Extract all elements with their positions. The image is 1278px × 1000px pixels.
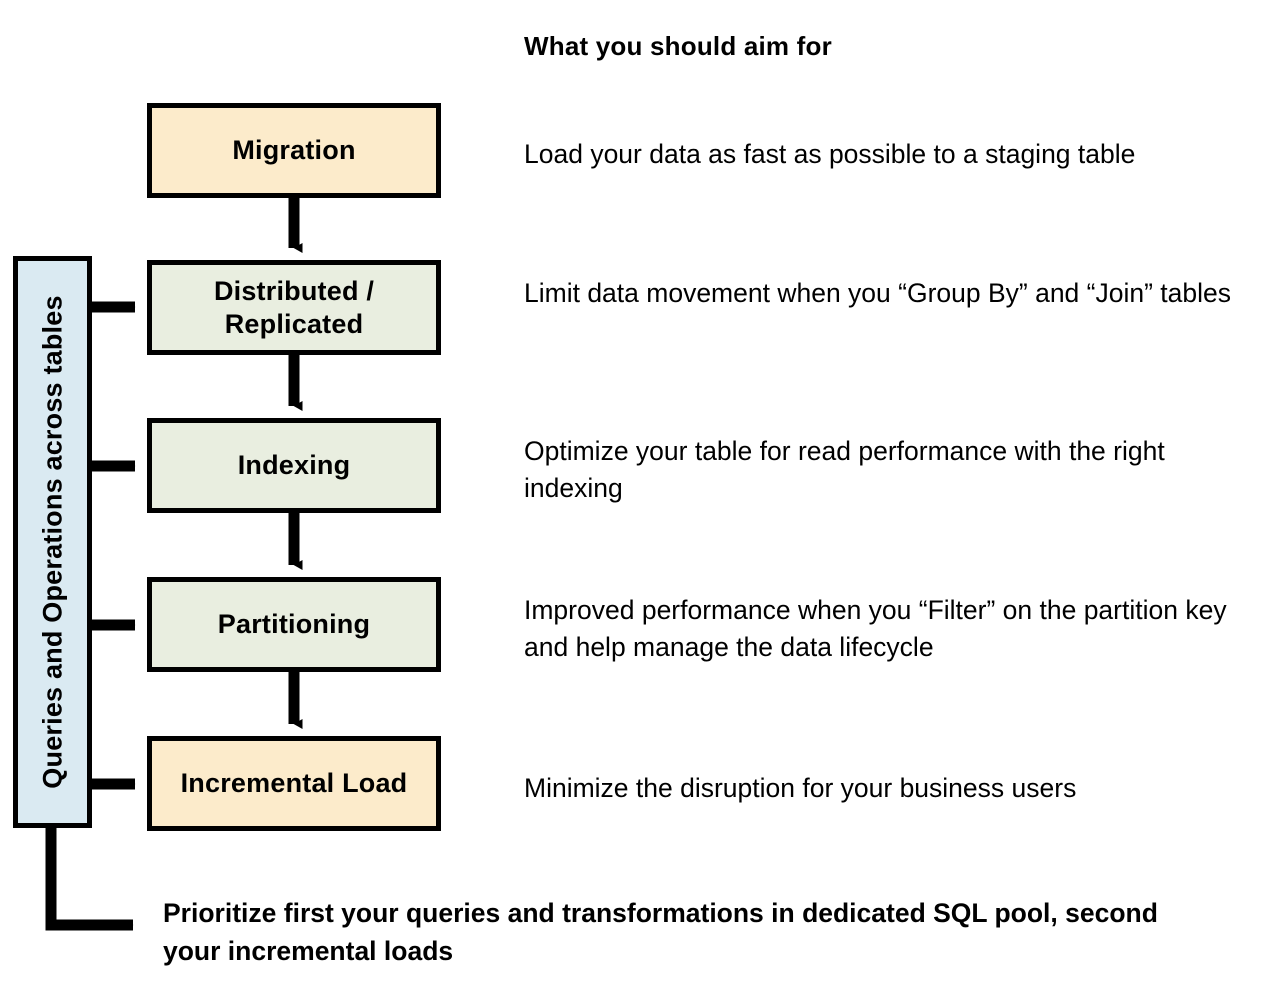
description-distributed-replicated: Limit data movement when you “Group By” … xyxy=(524,278,1231,308)
stage-label-distributed-line2: Replicated xyxy=(224,308,364,339)
description-migration: Load your data as fast as possible to a … xyxy=(524,139,1136,169)
sidebar-vertical-label: Queries and Operations across tables xyxy=(37,295,67,789)
stage-box-incremental-load[interactable]: Incremental Load xyxy=(147,736,441,831)
stage-label-partitioning: Partitioning xyxy=(217,609,371,640)
stage-label-distributed-line1: Distributed / xyxy=(213,275,375,306)
stage-label-incremental-load: Incremental Load xyxy=(180,768,408,799)
queries-operations-sidebar: Queries and Operations across tables xyxy=(13,256,92,828)
stage-box-partitioning[interactable]: Partitioning xyxy=(147,577,441,672)
stage-box-distributed-replicated[interactable]: Distributed / Replicated xyxy=(147,260,441,355)
description-partitioning: Improved performance when you “Filter” o… xyxy=(524,595,1227,663)
footer-note: Prioritize first your queries and transf… xyxy=(163,898,1158,966)
description-incremental-load: Minimize the disruption for your busines… xyxy=(524,773,1077,803)
description-indexing: Optimize your table for read performance… xyxy=(524,436,1165,504)
stage-label-indexing: Indexing xyxy=(237,450,351,481)
connector-sidebar-to-footer xyxy=(45,823,134,931)
aim-for-heading: What you should aim for xyxy=(524,31,832,61)
stage-label-migration: Migration xyxy=(232,135,356,166)
stage-box-indexing[interactable]: Indexing xyxy=(147,418,441,513)
stage-box-migration[interactable]: Migration xyxy=(147,103,441,198)
